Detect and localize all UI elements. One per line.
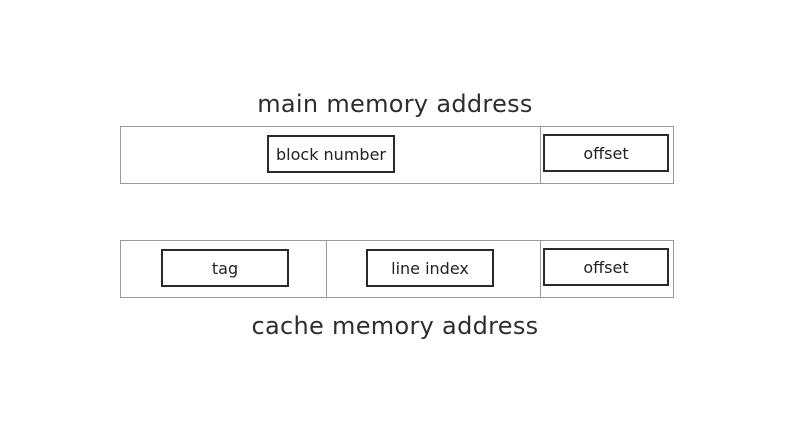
main-memory-address-bar: block number offset [120,126,674,184]
cache-address-divider-1 [326,241,327,297]
cache-address-divider-2 [540,241,541,297]
cache-memory-address-caption: cache memory address [251,312,539,340]
tag-field: tag [161,249,289,287]
main-address-divider [540,127,541,183]
cache-memory-address-bar: tag line index offset [120,240,674,298]
block-number-field: block number [267,135,395,173]
cache-offset-field: offset [543,248,669,286]
main-offset-field: offset [543,134,669,172]
main-memory-address-caption: main memory address [257,90,533,118]
line-index-field: line index [366,249,494,287]
